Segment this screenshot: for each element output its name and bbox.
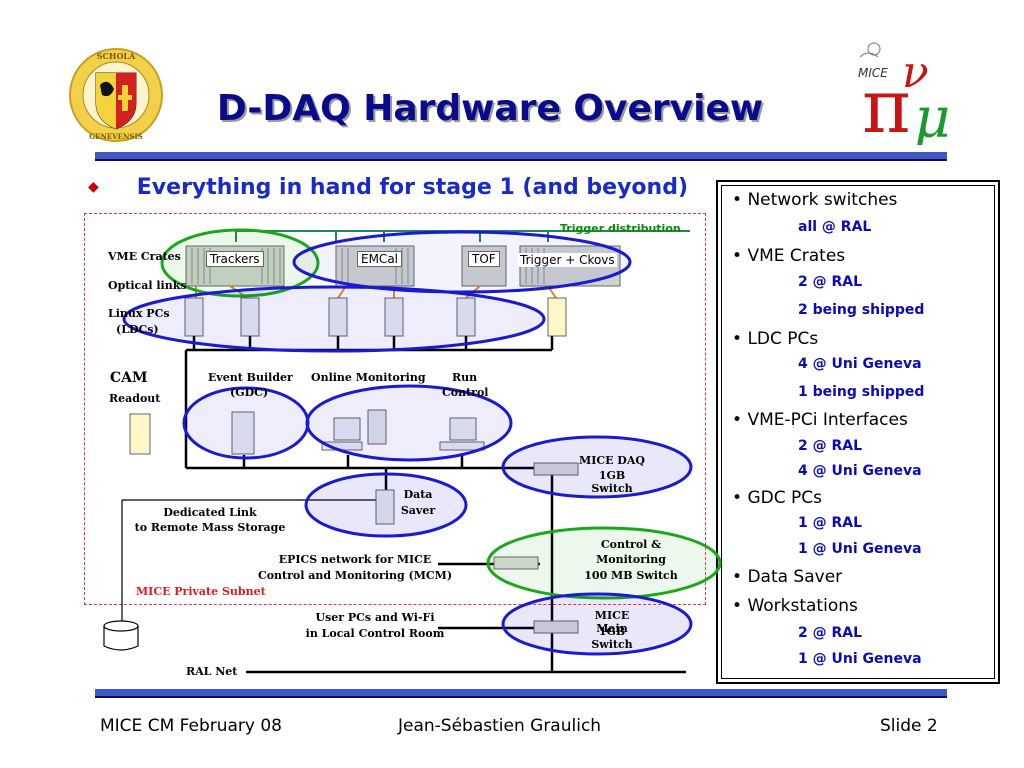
list-subitem: 2 @ RAL bbox=[798, 274, 863, 290]
label-run: Run bbox=[452, 371, 478, 384]
logo-motto-bottom: GENEVENSIS bbox=[89, 132, 143, 141]
cam-readout-tower bbox=[129, 413, 151, 455]
remote-storage-link bbox=[121, 499, 390, 622]
label-mice-daq: MICE DAQ bbox=[579, 454, 645, 467]
private-subnet-box bbox=[84, 213, 706, 605]
label-ldcs: (LDCs) bbox=[116, 323, 159, 336]
svg-text:μ: μ bbox=[914, 86, 950, 145]
label-epics: EPICS network for MICE bbox=[278, 553, 432, 566]
label-vme-crates: VME Crates bbox=[108, 250, 181, 263]
svg-text:π: π bbox=[862, 64, 911, 145]
geneva-logo: SCHOLA GENEVENSIS bbox=[66, 45, 166, 145]
label-saver: Saver bbox=[400, 504, 436, 517]
list-subitem: 2 @ RAL bbox=[798, 438, 863, 454]
switch-devices bbox=[493, 462, 579, 634]
bottom-rule bbox=[95, 689, 947, 698]
label-private-subnet: MICE Private Subnet bbox=[136, 585, 266, 598]
label-mcm: Control and Monitoring (MCM) bbox=[257, 569, 453, 582]
label-local-control: in Local Control Room bbox=[305, 627, 445, 640]
list-subitem: 1 being shipped bbox=[798, 384, 925, 400]
crate-label-trackers: Trackers bbox=[206, 251, 264, 267]
main-bullet: ◆ Everything in hand for stage 1 (and bey… bbox=[88, 175, 688, 200]
label-event-builder: Event Builder bbox=[208, 371, 293, 384]
crate-label-tof: TOF bbox=[468, 251, 500, 267]
list-item: • VME Crates bbox=[732, 246, 846, 266]
trigger-distribution-label: Trigger distribution bbox=[560, 222, 681, 235]
data-saver-tower bbox=[375, 489, 395, 525]
mice-logo: π ν μ MICE bbox=[852, 35, 962, 151]
footer-center: Jean-Sébastien Graulich bbox=[398, 716, 602, 736]
label-user-pcs: User PCs and Wi-Fi bbox=[315, 611, 435, 624]
hardware-list-inner-border: • Network switches all @ RAL • VME Crate… bbox=[721, 185, 995, 679]
mass-storage-disk-icon bbox=[103, 620, 139, 651]
label-monitoring: Monitoring bbox=[596, 553, 666, 566]
hardware-list-panel: • Network switches all @ RAL • VME Crate… bbox=[716, 180, 1000, 684]
list-subitem: 4 @ Uni Geneva bbox=[798, 356, 922, 372]
mice-logo-text: MICE bbox=[858, 66, 888, 80]
label-main-switch: 1GB Switch bbox=[591, 625, 633, 651]
list-item: • Network switches bbox=[732, 190, 898, 210]
main-bullet-text: Everything in hand for stage 1 (and beyo… bbox=[136, 175, 688, 200]
label-readout: Readout bbox=[109, 392, 161, 405]
list-item: • VME-PCi Interfaces bbox=[732, 410, 908, 430]
list-subitem: all @ RAL bbox=[798, 219, 872, 235]
footer-slide-number: Slide 2 bbox=[880, 716, 938, 736]
logo-motto-top: SCHOLA bbox=[97, 51, 136, 61]
label-ral-net: RAL Net bbox=[186, 665, 238, 678]
list-subitem: 1 @ Uni Geneva bbox=[798, 651, 922, 667]
workstations bbox=[321, 409, 485, 451]
footer-left: MICE CM February 08 bbox=[100, 716, 283, 736]
label-remote-storage: to Remote Mass Storage bbox=[134, 521, 286, 534]
label-mice-main: MICE Main bbox=[594, 609, 630, 635]
label-dedicated-link: Dedicated Link bbox=[163, 506, 257, 519]
label-optical-links: Optical links bbox=[108, 279, 187, 292]
label-mb-switch: 100 MB Switch bbox=[584, 569, 678, 582]
label-online-monitoring: Online Monitoring bbox=[311, 371, 426, 384]
crate-label-emcal: EMCal bbox=[357, 251, 403, 267]
crate-label-trigger: Trigger + Ckovs bbox=[518, 253, 617, 267]
list-subitem: 2 @ RAL bbox=[798, 625, 863, 641]
list-item: • Data Saver bbox=[732, 567, 843, 587]
svg-text:ν: ν bbox=[902, 47, 929, 98]
label-linux-pcs: Linux PCs bbox=[108, 307, 170, 320]
top-rule bbox=[95, 152, 947, 161]
list-subitem: 2 being shipped bbox=[798, 302, 925, 318]
page-title: D-DAQ Hardware Overview bbox=[216, 88, 764, 129]
label-control-amp: Control & bbox=[600, 538, 662, 551]
label-data: Data bbox=[403, 488, 433, 501]
label-control: Control bbox=[442, 386, 489, 399]
diamond-bullet-icon: ◆ bbox=[88, 179, 99, 195]
list-subitem: 1 @ RAL bbox=[798, 515, 863, 531]
label-cam: CAM bbox=[110, 370, 148, 386]
list-subitem: 1 @ Uni Geneva bbox=[798, 541, 922, 557]
label-daq-switch: 1GB Switch bbox=[591, 469, 633, 495]
gdc-tower bbox=[231, 411, 255, 455]
list-subitem: 4 @ Uni Geneva bbox=[798, 463, 922, 479]
list-item: • LDC PCs bbox=[732, 329, 819, 349]
list-item: • Workstations bbox=[732, 596, 858, 616]
label-gdc: (GDC) bbox=[230, 386, 269, 399]
list-item: • GDC PCs bbox=[732, 488, 822, 508]
highlight-ellipses bbox=[122, 228, 722, 656]
